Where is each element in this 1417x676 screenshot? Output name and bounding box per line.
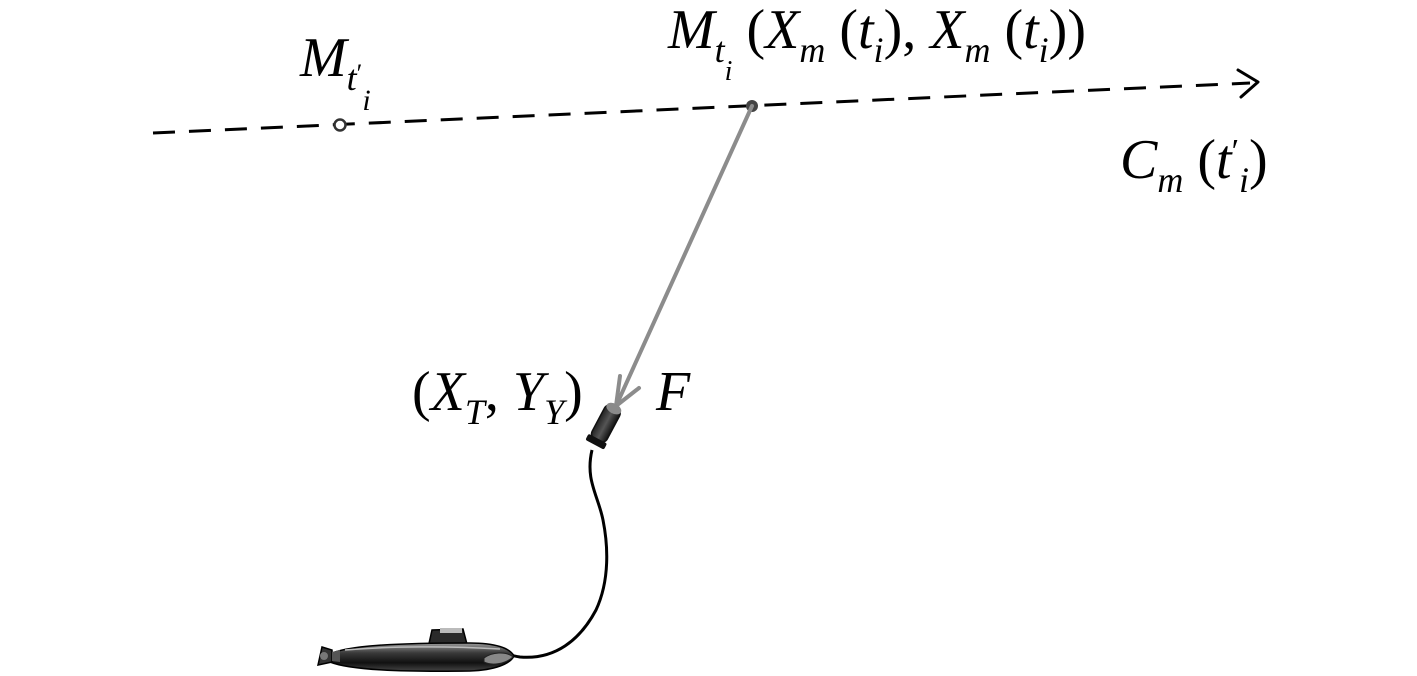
course-prime: ′ xyxy=(1231,133,1240,170)
past-position-marker xyxy=(333,118,347,132)
target-paren-close: ) xyxy=(564,361,583,423)
current-point-t2: t xyxy=(1023,0,1039,61)
course-arrowhead-icon xyxy=(1236,68,1260,99)
past-point-sub-t: t xyxy=(346,58,357,98)
course-t-sub: i xyxy=(1239,160,1250,200)
course-paren-close: ) xyxy=(1249,129,1268,191)
target-coords-label: (XT, YY) xyxy=(412,361,583,430)
course-sub: m xyxy=(1157,160,1184,200)
current-point-paren-open-3: ( xyxy=(990,0,1024,61)
current-point-t1-sub: i xyxy=(873,30,884,70)
current-point-sub: ti xyxy=(714,30,733,86)
current-point-paren-close: )) xyxy=(1048,0,1086,61)
past-point-letter: M xyxy=(300,27,347,89)
course-letter: C xyxy=(1120,129,1158,191)
current-point-sub-i: i xyxy=(724,56,733,87)
past-point-sub-i: i xyxy=(362,84,371,117)
current-point-t2-sub: i xyxy=(1038,30,1049,70)
force-vector xyxy=(614,104,754,408)
target-comma: , xyxy=(484,361,513,423)
course-line xyxy=(152,81,1251,135)
past-point-label: Mt′i xyxy=(300,27,371,116)
submarine-icon xyxy=(317,628,515,672)
target-paren-open: ( xyxy=(412,361,431,423)
current-point-t1: t xyxy=(857,0,874,61)
past-point-sub: t′i xyxy=(346,58,371,116)
current-point-paren-open: ( xyxy=(732,0,766,61)
force-label: F xyxy=(656,361,691,423)
target-y-sub: Y xyxy=(544,392,565,432)
course-paren-open: ( xyxy=(1183,129,1217,191)
current-point-comma: ), xyxy=(883,0,931,61)
current-point-x2: X xyxy=(930,0,965,61)
target-x-sub: T xyxy=(464,392,485,432)
tow-cable xyxy=(505,449,609,659)
current-point-sub-t: t xyxy=(714,30,725,70)
course-label: Cm (t′i) xyxy=(1120,129,1268,198)
current-point-letter: M xyxy=(668,0,715,61)
sensor-icon xyxy=(586,402,622,450)
past-point-sub-prime: ′ xyxy=(356,59,363,88)
current-point-paren-open-2: ( xyxy=(825,0,858,61)
current-point-x2-sub: m xyxy=(964,30,991,70)
current-point-label: Mti (Xm (ti), Xm (ti)) xyxy=(668,0,1086,86)
target-y: Y xyxy=(512,361,545,423)
current-point-x1: X xyxy=(765,0,800,61)
course-t: t xyxy=(1216,129,1232,191)
current-point-x1-sub: m xyxy=(799,30,826,70)
target-x: X xyxy=(430,361,465,423)
